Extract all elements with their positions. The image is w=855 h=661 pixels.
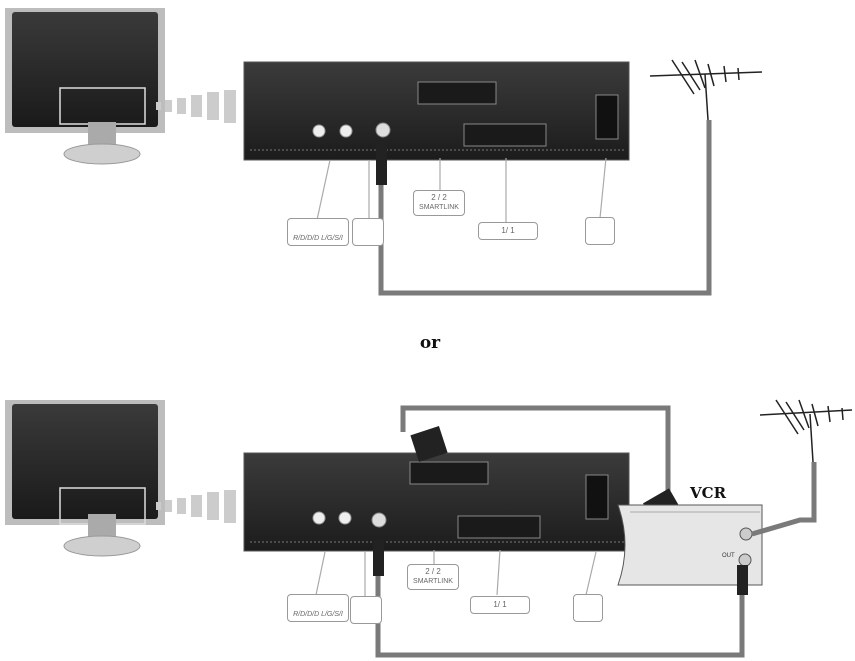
zoom-indicator-top (156, 90, 236, 123)
power-connector-label-top (585, 217, 615, 245)
scart1-text: 1/ 1 (493, 600, 507, 609)
tv-rear-bottom (5, 400, 165, 557)
scart1-text: 1/ 1 (501, 226, 515, 235)
or-separator: or (419, 333, 441, 353)
scart2-text: 2 / 2 (425, 567, 441, 576)
antenna-input-label-bottom (350, 596, 382, 624)
antenna-icon-bottom (759, 399, 853, 463)
smartlink-text: SMARTLINK (413, 578, 453, 585)
leader-lines-bottom (315, 549, 597, 598)
vcr-device (617, 504, 763, 586)
connector-panel-top (243, 61, 630, 161)
tv-rear-top (5, 8, 165, 165)
audio-connector-text: R/D/D/D L/G/S/I (293, 235, 343, 242)
audio-connector-label-bottom: R/D/D/D L/G/S/I (287, 594, 349, 622)
connector-panel-bottom (243, 452, 630, 552)
zoom-indicator-bottom (156, 490, 236, 523)
scart2-connector-label-bottom: 2 / 2 SMARTLINK (407, 564, 459, 590)
scart2-text: 2 / 2 (431, 193, 447, 202)
scart1-connector-label-bottom: 1/ 1 (470, 596, 530, 614)
scart1-connector-label-top: 1/ 1 (478, 222, 538, 240)
vcr-label: VCR (690, 484, 727, 502)
antenna-icon-top (649, 59, 763, 121)
vcr-out-label: OUT (722, 553, 735, 559)
smartlink-text: SMARTLINK (419, 204, 459, 211)
power-connector-label-bottom (573, 594, 603, 622)
scart2-connector-label-top: 2 / 2 SMARTLINK (413, 190, 465, 216)
leader-lines-top (316, 157, 607, 225)
antenna-input-label-top (352, 218, 384, 246)
audio-connector-text: R/D/D/D L/G/S/I (293, 611, 343, 618)
audio-connector-label-top: R/D/D/D L/G/S/I (287, 218, 349, 246)
